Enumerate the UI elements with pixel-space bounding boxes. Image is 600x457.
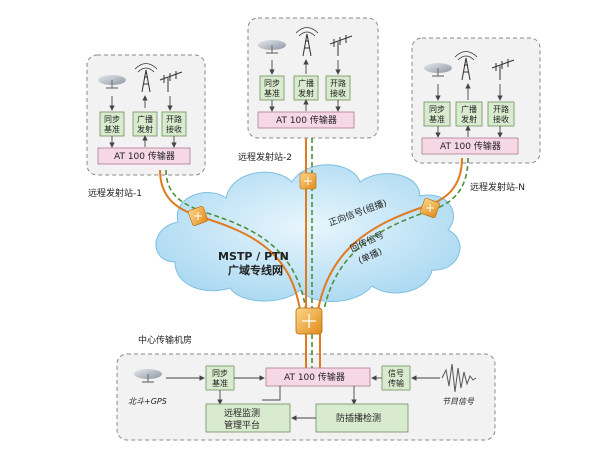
station-n-content: 同步 基准 广播 发射 开路 接收 AT 100 传输器: [421, 51, 519, 155]
satellite-dish-icon: [424, 63, 452, 77]
station-1-open-1: 开路: [166, 114, 182, 124]
center-anti: 防插播检测: [336, 412, 381, 424]
signal-paths: [159, 138, 469, 368]
yagi-antenna-icon: [491, 59, 515, 80]
station-n-broadcast-1: 广播: [461, 104, 477, 114]
station-n-sync-1: 同步: [429, 105, 445, 114]
station-n-open-2: 接收: [493, 114, 509, 124]
station-2-label: 远程发射站-2: [238, 151, 292, 163]
center-signal-2: 传输: [388, 378, 404, 388]
router-node-left: [188, 206, 208, 226]
center-content: 北斗+GPS 同步 基准 AT 100 传输器 信号 传输 节目信号 远程监测 …: [128, 363, 477, 433]
station-n-open-1: 开路: [493, 104, 509, 114]
station-1-open-2: 接收: [166, 124, 182, 134]
station-2-transmitter: AT 100 传输器: [276, 114, 337, 126]
station-2-sync-1: 同步: [264, 79, 280, 88]
station-1-sync-2: 基准: [104, 124, 120, 134]
antenna-tower-icon: [454, 51, 478, 81]
satellite-dish-icon: [134, 369, 162, 383]
cloud-title-2: 广域专线网: [228, 263, 283, 277]
cloud-title-1: MSTP / PTN: [218, 250, 289, 263]
center-room-label: 中心传输机房: [138, 334, 192, 346]
station-1-transmitter: AT 100 传输器: [114, 150, 175, 162]
station-1-content: 同步 基准 广播 发射 开路 接收 AT 100 传输器: [97, 63, 191, 165]
gps-label: 北斗+GPS: [128, 397, 167, 406]
station-n-label: 远程发射站-N: [470, 181, 525, 193]
station-n-sync-2: 基准: [429, 114, 445, 124]
station-2-open-1: 开路: [330, 78, 346, 88]
center-sync-1: 同步: [212, 369, 228, 378]
station-n-transmitter: AT 100 传输器: [440, 140, 501, 152]
center-signal-1: 信号: [388, 368, 404, 378]
station-1-sync-1: 同步: [104, 115, 120, 124]
router-node-right: [420, 198, 440, 218]
center-monitor-2: 管理平台: [224, 419, 260, 431]
satellite-dish-icon: [258, 40, 286, 54]
station-1-broadcast-1: 广播: [137, 114, 153, 124]
station-2-sync-2: 基准: [264, 88, 280, 98]
router-node-center: [295, 307, 323, 335]
station-1-label: 远程发射站-1: [88, 187, 142, 199]
station-2-broadcast-2: 发射: [298, 88, 314, 98]
yagi-antenna-icon: [329, 35, 353, 56]
router-node-top: [299, 172, 317, 190]
station-2-content: 同步 基准 广播 发射 开路 接收 AT 100 传输器: [257, 27, 355, 129]
station-2-broadcast-1: 广播: [298, 78, 314, 88]
station-1-broadcast-2: 发射: [137, 124, 153, 134]
audio-waveform-icon: [441, 363, 477, 393]
program-signal-label: 节目信号: [442, 397, 475, 406]
center-transmitter: AT 100 传输器: [284, 371, 345, 383]
satellite-dish-icon: [98, 75, 126, 89]
antenna-tower-icon: [295, 27, 319, 57]
cloud-network: [155, 164, 461, 302]
center-sync-2: 基准: [212, 378, 228, 388]
yagi-antenna-icon: [159, 71, 183, 92]
center-monitor-1: 远程监测: [224, 407, 260, 419]
station-n-broadcast-2: 发射: [461, 114, 477, 124]
antenna-tower-icon: [134, 63, 158, 93]
station-2-open-2: 接收: [330, 88, 346, 98]
